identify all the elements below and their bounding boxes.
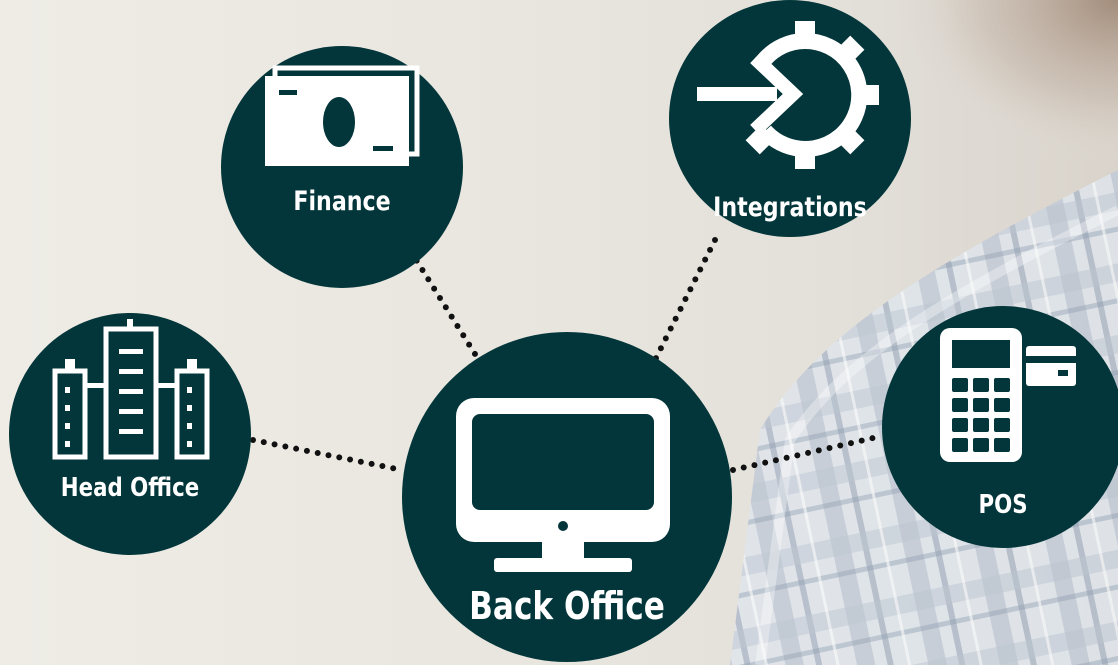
node-label: Integrations bbox=[713, 192, 867, 223]
node-integrations: Integrations bbox=[669, 0, 911, 237]
desktop-monitor-icon bbox=[456, 398, 670, 572]
calculator-card-icon bbox=[940, 328, 1076, 462]
banknote-icon bbox=[265, 65, 420, 166]
node-label: Back Office bbox=[469, 584, 665, 628]
node-label: POS bbox=[978, 490, 1028, 520]
connector-pos bbox=[730, 433, 885, 473]
connector-head-office bbox=[250, 437, 405, 473]
node-head-office: Head Office bbox=[9, 313, 251, 555]
connector-finance bbox=[402, 239, 483, 365]
office-buildings-icon bbox=[52, 319, 210, 460]
node-pos: POS bbox=[882, 306, 1118, 548]
node-finance: Finance bbox=[221, 46, 463, 288]
node-back-office: Back Office bbox=[402, 332, 732, 662]
connector-integrations bbox=[647, 237, 718, 373]
arrow-into-gear-icon bbox=[697, 21, 879, 169]
node-label: Finance bbox=[293, 186, 391, 217]
node-label: Head Office bbox=[60, 473, 200, 503]
